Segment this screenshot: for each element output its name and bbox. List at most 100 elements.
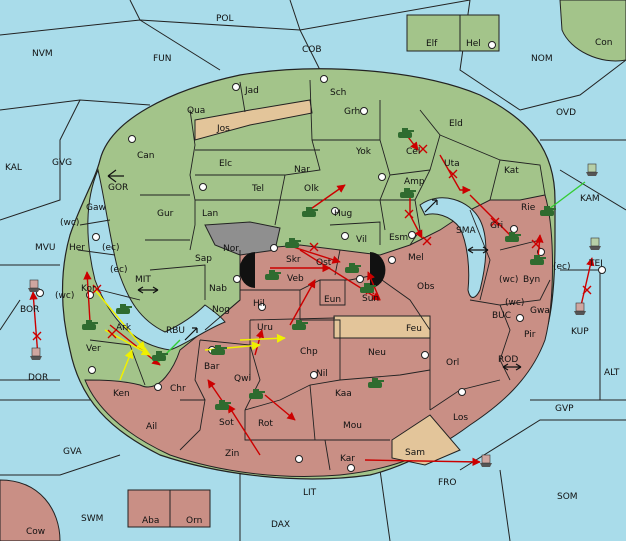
land-label-kaa: Kaa <box>335 389 352 399</box>
land-label-tel: Tel <box>251 184 264 194</box>
land-label-neu: Neu <box>368 348 386 358</box>
land-label-jad: Jad <box>244 86 259 96</box>
land-label-eun: Eun <box>324 295 341 305</box>
inner-channel-east <box>419 197 487 298</box>
land-label-olk: Olk <box>304 184 320 194</box>
sea-label-gvp: GVP <box>555 404 574 414</box>
sea-label-mit: MIT <box>135 275 151 285</box>
land-label-mou: Mou <box>343 421 362 431</box>
land-label-skr: Skr <box>286 255 301 265</box>
sea-label-kal: KAL <box>5 163 22 173</box>
land-label-ver: Ver <box>86 344 101 354</box>
sam-region <box>391 414 461 466</box>
land-label-nab: Nab <box>209 284 227 294</box>
link-arrows <box>107 169 522 371</box>
sea-label-pol: POL <box>216 14 234 24</box>
sea-label-rbu: RBU <box>166 326 185 336</box>
sea-label-con: Con <box>595 38 613 48</box>
land-label-obs: Obs <box>417 282 435 292</box>
sea-label-alt: ALT <box>604 368 620 378</box>
land-label-orl: Orl <box>446 358 459 368</box>
land-label-yok: Yok <box>355 147 372 157</box>
sea-label-dax: DAX <box>271 520 290 530</box>
land-label-wc3: (wc) <box>55 291 74 301</box>
land-label-sun: Sun <box>362 294 379 304</box>
sea-label-dor: DOR <box>28 373 48 383</box>
sea-label-cow: Cow <box>26 527 45 537</box>
land-label-wc1: (wc) <box>60 218 79 228</box>
failed-order-marks <box>32 144 592 341</box>
sea-label-cob: COB <box>302 45 322 55</box>
land-label-sot: Sot <box>219 418 234 428</box>
sea-label-aba: Aba <box>142 516 159 526</box>
sea-label-mvu: MVU <box>35 243 56 253</box>
land-label-gaw: Gaw <box>86 203 106 213</box>
land-label-mel: Mel <box>408 253 424 263</box>
land-label-chr: Chr <box>170 384 186 394</box>
sea-label-tei: TEI <box>588 259 603 269</box>
land-label-gwa: Gwa <box>530 306 550 316</box>
sea-labels: POL NVM FUN COB NOM Con OVD KAL GVG GOR … <box>5 14 620 537</box>
land-label-ken: Ken <box>113 389 130 399</box>
elf-hel-island <box>406 14 500 52</box>
land-label-rie: Rie <box>521 203 536 213</box>
aba-orn-island <box>127 489 211 528</box>
land-label-nog: Nog <box>212 305 230 315</box>
sea-label-orn: Orn <box>186 516 202 526</box>
sea-label-kam: KAM <box>580 194 600 204</box>
sea-label-hel: Hel <box>466 39 481 49</box>
land-label-ost: Ost <box>316 258 332 268</box>
land-label-vil: Vil <box>356 235 367 245</box>
land-label-ail: Ail <box>146 422 157 432</box>
sea-label-gva: GVA <box>63 447 83 457</box>
land-label-hug: Hug <box>334 209 352 219</box>
sea-label-buc: BUC <box>492 311 511 321</box>
land-label-nil: Nil <box>316 369 328 379</box>
sea-label-ovd: OVD <box>556 108 576 118</box>
land-label-amp: Amp <box>404 177 425 187</box>
province-borders <box>77 79 551 471</box>
blocker-west <box>239 252 255 288</box>
land-label-gur: Gur <box>157 209 174 219</box>
land-label-nor: Nor <box>223 244 239 254</box>
sea-label-rod: ROD <box>498 355 518 365</box>
land-label-kor: Kor <box>81 284 96 294</box>
sea-label-sma: SMA <box>456 226 476 236</box>
land-label-elc: Elc <box>219 159 232 169</box>
land-label-eld: Eld <box>449 119 463 129</box>
land-label-ec1: (ec) <box>102 243 120 253</box>
land-label-sch: Sch <box>330 88 346 98</box>
sea-label-fro: FRO <box>438 478 457 488</box>
land-label-los: Los <box>453 413 468 423</box>
land-label-qwi: Qwi <box>234 374 251 384</box>
sea-label-lit: LIT <box>303 488 317 498</box>
sea-label-swm: SWM <box>81 514 103 524</box>
land-label-rot: Rot <box>258 419 273 429</box>
land-label-kar: Kar <box>340 454 355 464</box>
land-label-her: Her <box>69 243 85 253</box>
sea-label-nvm: NVM <box>32 49 53 59</box>
land-label-chp: Chp <box>300 347 318 357</box>
land-label-veb: Veb <box>287 274 304 284</box>
land-label-kat: Kat <box>504 166 519 176</box>
land-label-ark: Ark <box>116 323 132 333</box>
land-label-nar: Nar <box>294 165 310 175</box>
land-label-sam: Sam <box>405 448 425 458</box>
sea-label-kup: KUP <box>571 327 589 337</box>
sea-label-gvg: GVG <box>52 158 72 168</box>
sea-label-fun: FUN <box>153 54 172 64</box>
land-label-byn: Byn <box>523 275 540 285</box>
land-label-gri: Gri <box>490 221 503 231</box>
sea-label-som: SOM <box>557 492 578 502</box>
land-label-pir: Pir <box>524 330 536 340</box>
sea-label-gor: GOR <box>108 183 128 193</box>
land-label-zin: Zin <box>225 449 239 459</box>
land-label-can: Can <box>137 151 155 161</box>
land-label-cel: Cel <box>406 147 420 157</box>
land-label-uta: Uta <box>444 159 460 169</box>
sea-label-nom: NOM <box>531 54 553 64</box>
land-label-sap: Sap <box>195 254 212 264</box>
land-label-qua: Qua <box>187 106 205 116</box>
